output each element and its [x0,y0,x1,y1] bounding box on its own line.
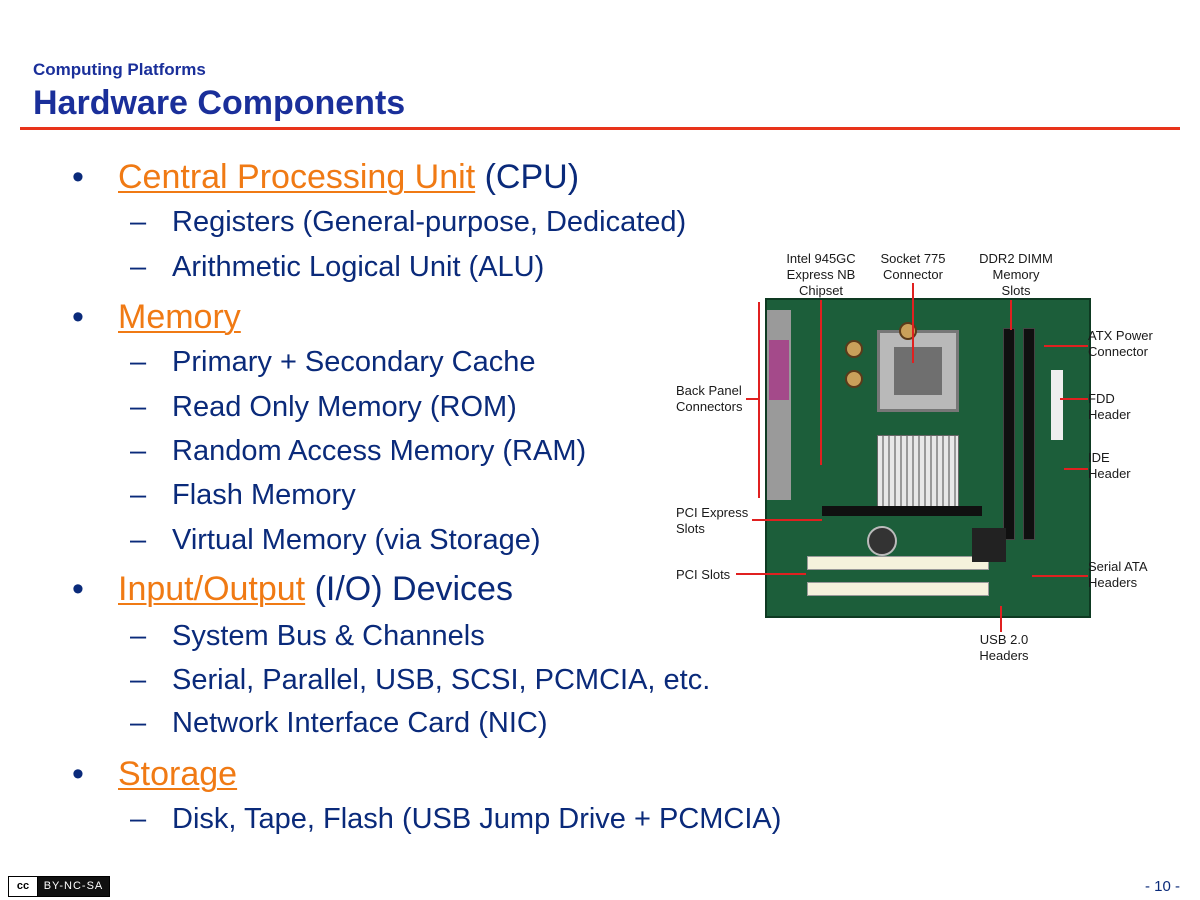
atx-power-connector [1051,370,1063,440]
bullet-rest: (I/O) Devices [305,570,513,608]
dash: – [130,251,147,283]
page-number: - 10 - [1144,878,1180,895]
label-pcie: PCI Express Slots [676,505,749,536]
slide-supertitle: Computing Platforms [33,60,206,79]
cc-icon: cc [9,877,38,896]
sub-bullet: –Registers (General-purpose, Dedicated) [130,206,686,239]
sub-bullet-text: Virtual Memory (via Storage) [172,524,541,556]
callout-line [820,300,822,465]
io-chip [972,528,1006,562]
callout-line [1032,575,1088,577]
label-atx-power: ATX Power Connector [1088,328,1153,359]
dimm-slot [1023,328,1035,540]
callout-line [912,283,914,363]
slide-title: Hardware Components [33,84,406,122]
bullet-memory: • Memory [72,298,241,337]
callout-line [758,302,760,498]
bullet-dot: • [72,298,84,336]
cpu-socket-center [894,347,942,395]
bullet-storage: • Storage [72,755,237,794]
chipset-heatsink [877,435,959,509]
sub-bullet: –Disk, Tape, Flash (USB Jump Drive + PCM… [130,803,781,836]
bullet-cpu: • Central Processing Unit (CPU) [72,158,579,197]
label-socket: Socket 775 Connector [880,251,946,282]
label-back-panel: Back Panel Connectors [676,383,743,414]
callout-line [746,398,758,400]
label-fdd: FDD Header [1088,391,1131,422]
cmos-battery [867,526,897,556]
sub-bullet-text: Network Interface Card (NIC) [172,707,548,739]
bullet-rest: (CPU) [475,158,580,196]
sub-bullet: –Flash Memory [130,479,356,512]
dash: – [130,479,147,511]
sub-bullet: –Random Access Memory (RAM) [130,435,586,468]
motherboard-image [765,298,1091,618]
sub-bullet-text: Serial, Parallel, USB, SCSI, PCMCIA, etc… [172,664,711,696]
cpu-socket [877,330,959,412]
label-chipset: Intel 945GC Express NB Chipset [786,251,856,298]
dash: – [130,803,147,835]
sub-bullet-text: Random Access Memory (RAM) [172,435,587,467]
callout-line [752,519,822,521]
parallel-port [769,340,789,400]
sub-bullet: –Network Interface Card (NIC) [130,707,548,740]
cc-license-badge[interactable]: cc BY-NC-SA [8,876,110,897]
dash: – [130,707,147,739]
sub-bullet: –Read Only Memory (ROM) [130,391,517,424]
sub-bullet: –Serial, Parallel, USB, SCSI, PCMCIA, et… [130,664,710,697]
callout-line [1000,606,1002,632]
back-panel-connectors [767,310,791,500]
callout-line [1060,398,1088,400]
bullet-dot: • [72,755,84,793]
link-storage[interactable]: Storage [118,755,238,793]
capacitor [845,370,863,388]
label-dimm: DDR2 DIMM Memory Slots [979,251,1053,298]
sub-bullet-text: Read Only Memory (ROM) [172,391,517,423]
label-usb: USB 2.0 Headers [979,632,1029,663]
dimm-slot [1003,328,1015,540]
dash: – [130,435,147,467]
dash: – [130,524,147,556]
link-cpu[interactable]: Central Processing Unit [118,158,476,196]
dash: – [130,391,147,423]
dash: – [130,206,147,238]
dash: – [130,346,147,378]
label-ide: IDE Header [1088,450,1131,481]
sub-bullet-text: Primary + Secondary Cache [172,346,536,378]
pcie-slot [822,506,982,516]
callout-line [736,573,806,575]
sub-bullet-text: Registers (General-purpose, Dedicated) [172,206,687,238]
bullet-io: • Input/Output (I/O) Devices [72,570,513,609]
title-rule [20,127,1180,130]
bullet-dot: • [72,570,84,608]
capacitor [899,322,917,340]
sub-bullet-text: Disk, Tape, Flash (USB Jump Drive + PCMC… [172,803,782,835]
pci-slot [807,582,989,596]
label-pci: PCI Slots [676,567,731,582]
callout-line [1064,468,1088,470]
sub-bullet: –Virtual Memory (via Storage) [130,524,541,557]
sub-bullet: –Arithmetic Logical Unit (ALU) [130,251,544,284]
license-text: BY-NC-SA [38,877,109,896]
sub-bullet-text: Arithmetic Logical Unit (ALU) [172,251,545,283]
capacitor [845,340,863,358]
dash: – [130,620,147,652]
sub-bullet: –Primary + Secondary Cache [130,346,535,379]
sub-bullet-text: System Bus & Channels [172,620,485,652]
pci-slot [807,556,989,570]
callout-line [1010,300,1012,330]
bullet-dot: • [72,158,84,196]
label-sata: Serial ATA Headers [1088,559,1148,590]
callout-line [1044,345,1088,347]
dash: – [130,664,147,696]
sub-bullet-text: Flash Memory [172,479,356,511]
link-io[interactable]: Input/Output [118,570,306,608]
link-memory[interactable]: Memory [118,298,241,336]
sub-bullet: –System Bus & Channels [130,620,485,653]
